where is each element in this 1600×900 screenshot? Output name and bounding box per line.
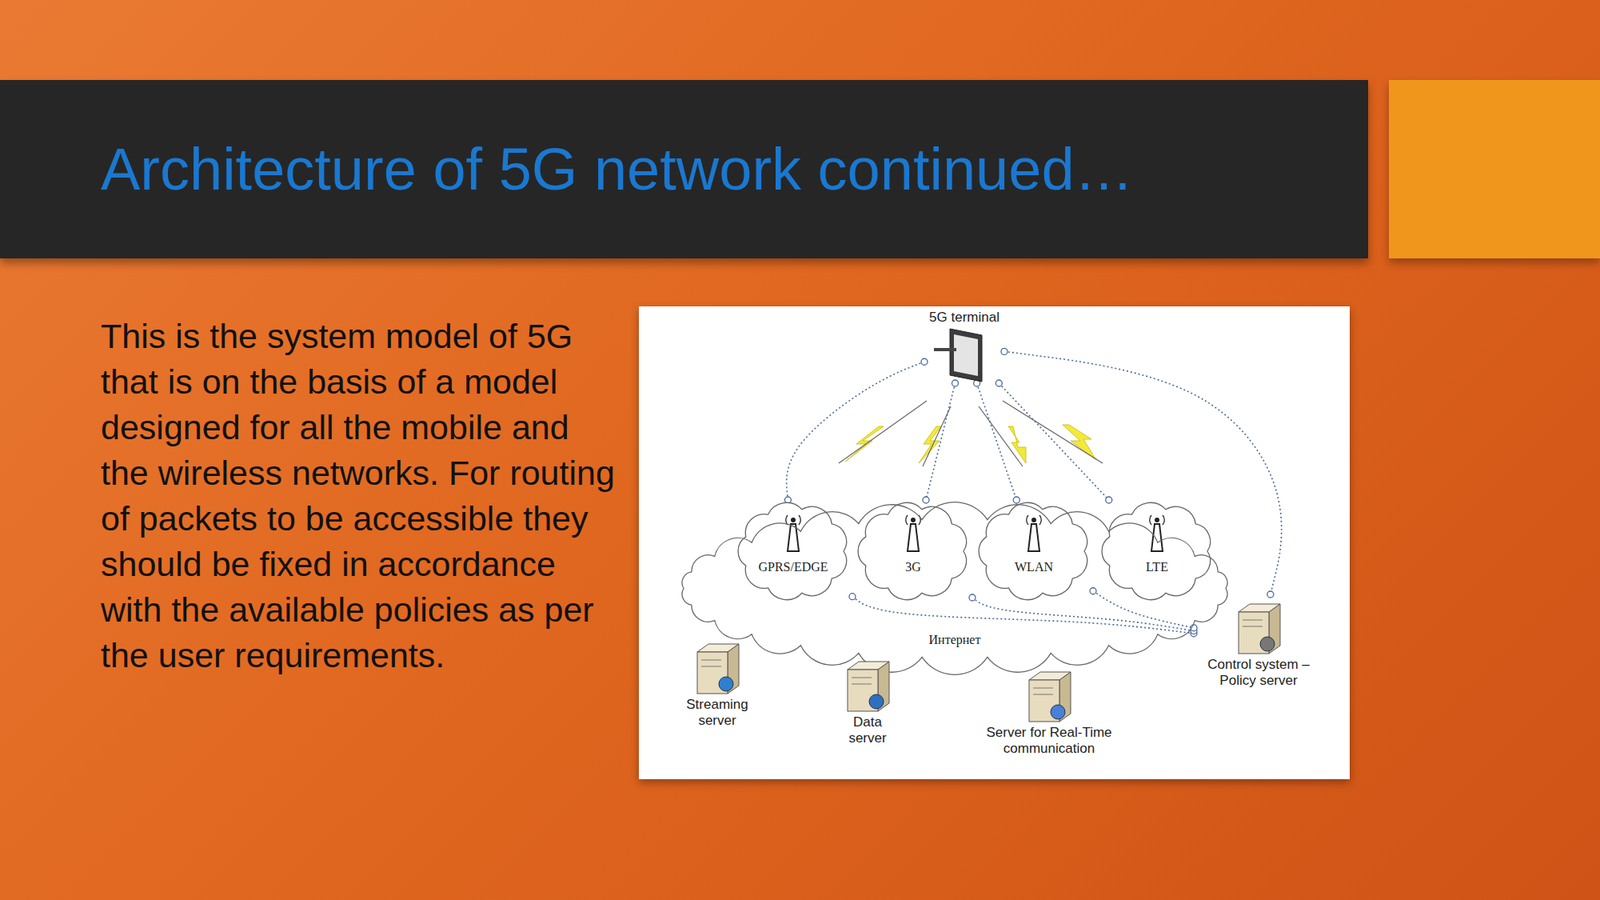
dotted-connector xyxy=(998,383,1109,500)
server-node: Streaming server xyxy=(669,634,766,729)
server-badge xyxy=(869,694,884,709)
node-label: LTE xyxy=(1097,558,1217,575)
node-label: Data server xyxy=(843,714,892,747)
server-icon xyxy=(839,651,896,715)
node-label: 3G xyxy=(853,558,973,575)
lightning-bolt xyxy=(845,426,884,462)
node-label: Server for Real-Time communication xyxy=(979,724,1120,757)
network-cloud: WLAN xyxy=(974,499,1094,603)
node-label: Control system – Policy server xyxy=(1198,656,1319,689)
lightning-bolt xyxy=(1062,424,1097,460)
server-node: Control system – Policy server xyxy=(1193,594,1324,689)
node-label: 5G terminal xyxy=(929,309,1000,326)
server-icon xyxy=(1230,594,1287,657)
connector-end-dot xyxy=(1013,496,1020,503)
antenna-tip xyxy=(1031,517,1037,523)
cloud-outline xyxy=(734,499,853,603)
dotted-connector xyxy=(972,597,1194,631)
server-icon xyxy=(1021,662,1078,725)
diagram-image: 5G terminalGPRS/EDGE3GWLANLTE ИнтернетStr… xyxy=(638,306,1350,779)
server-slot xyxy=(1033,694,1054,695)
slide-title: Architecture of 5G network continued… xyxy=(100,79,1357,259)
cloud-shape xyxy=(857,502,967,599)
server-slot xyxy=(1242,619,1263,621)
server-slot xyxy=(1242,626,1263,627)
node-label: WLAN xyxy=(974,558,1094,575)
connector-end-dot xyxy=(1089,587,1097,595)
antenna-mast xyxy=(1028,523,1040,551)
cloud-outline xyxy=(974,499,1094,603)
network-cloud: 3G xyxy=(853,499,973,603)
server-badge xyxy=(718,676,734,691)
connector-end-dot xyxy=(849,593,856,600)
cloud-shape xyxy=(738,502,847,599)
radio-link xyxy=(978,406,1023,467)
tablet-body xyxy=(949,328,982,382)
node-label: Streaming server xyxy=(679,696,756,729)
connector-end-dot xyxy=(1105,496,1113,503)
tablet-screen xyxy=(953,334,978,376)
server-node: Server for Real-Time communication xyxy=(973,662,1126,757)
connector-end-dot xyxy=(1267,590,1274,598)
dotted-connector xyxy=(786,361,925,500)
stylus xyxy=(933,347,957,352)
server-slot xyxy=(701,659,722,661)
antenna-waves xyxy=(905,514,922,525)
antenna-tip xyxy=(790,517,796,523)
antenna-tip xyxy=(1154,517,1160,523)
server-badge xyxy=(1050,704,1066,719)
antenna-waves xyxy=(1149,514,1166,525)
server-icon xyxy=(689,634,746,697)
terminal-node: 5G terminal xyxy=(924,309,1005,384)
antenna-mast xyxy=(907,523,919,551)
server-slot xyxy=(1033,687,1054,689)
cloud-shape xyxy=(682,502,1228,675)
radio-link xyxy=(1002,400,1103,463)
connector-end-dot xyxy=(921,358,928,365)
dotted-connector xyxy=(925,383,956,500)
server-slot xyxy=(701,666,722,667)
antenna-mast xyxy=(1151,523,1163,551)
cloud-shape xyxy=(1101,502,1211,599)
lightning-bolt xyxy=(1008,426,1026,463)
node-label: GPRS/EDGE xyxy=(734,558,853,575)
antenna-waves xyxy=(1026,514,1042,525)
connector-end-dot xyxy=(995,379,1002,387)
cloud-shape xyxy=(978,502,1088,599)
lightning-bolt xyxy=(918,426,942,463)
antenna-waves xyxy=(786,514,802,525)
dotted-connector xyxy=(977,383,1018,500)
connector-end-dot xyxy=(969,594,976,601)
network-cloud: LTE xyxy=(1097,499,1217,603)
connector-end-dot xyxy=(1001,347,1008,355)
server-slot xyxy=(851,683,872,685)
connector-end-dot xyxy=(952,379,959,387)
internet-cloud: Интернет xyxy=(670,506,1239,671)
cloud-outline xyxy=(853,499,973,603)
server-badge xyxy=(1260,636,1275,651)
network-cloud: GPRS/EDGE xyxy=(734,499,853,603)
radio-link xyxy=(838,400,927,463)
body-paragraph: This is the system model of 5G that is o… xyxy=(100,313,623,679)
terminal-icon xyxy=(932,325,997,384)
server-node: Data server xyxy=(823,651,912,747)
connector-end-dot xyxy=(922,496,930,503)
cloud-outline xyxy=(1097,499,1217,603)
server-slot xyxy=(851,677,872,679)
node-label: Интернет xyxy=(670,631,1239,647)
dotted-connector xyxy=(852,596,1194,634)
antenna-tip xyxy=(910,517,916,523)
accent-square xyxy=(1388,79,1600,259)
